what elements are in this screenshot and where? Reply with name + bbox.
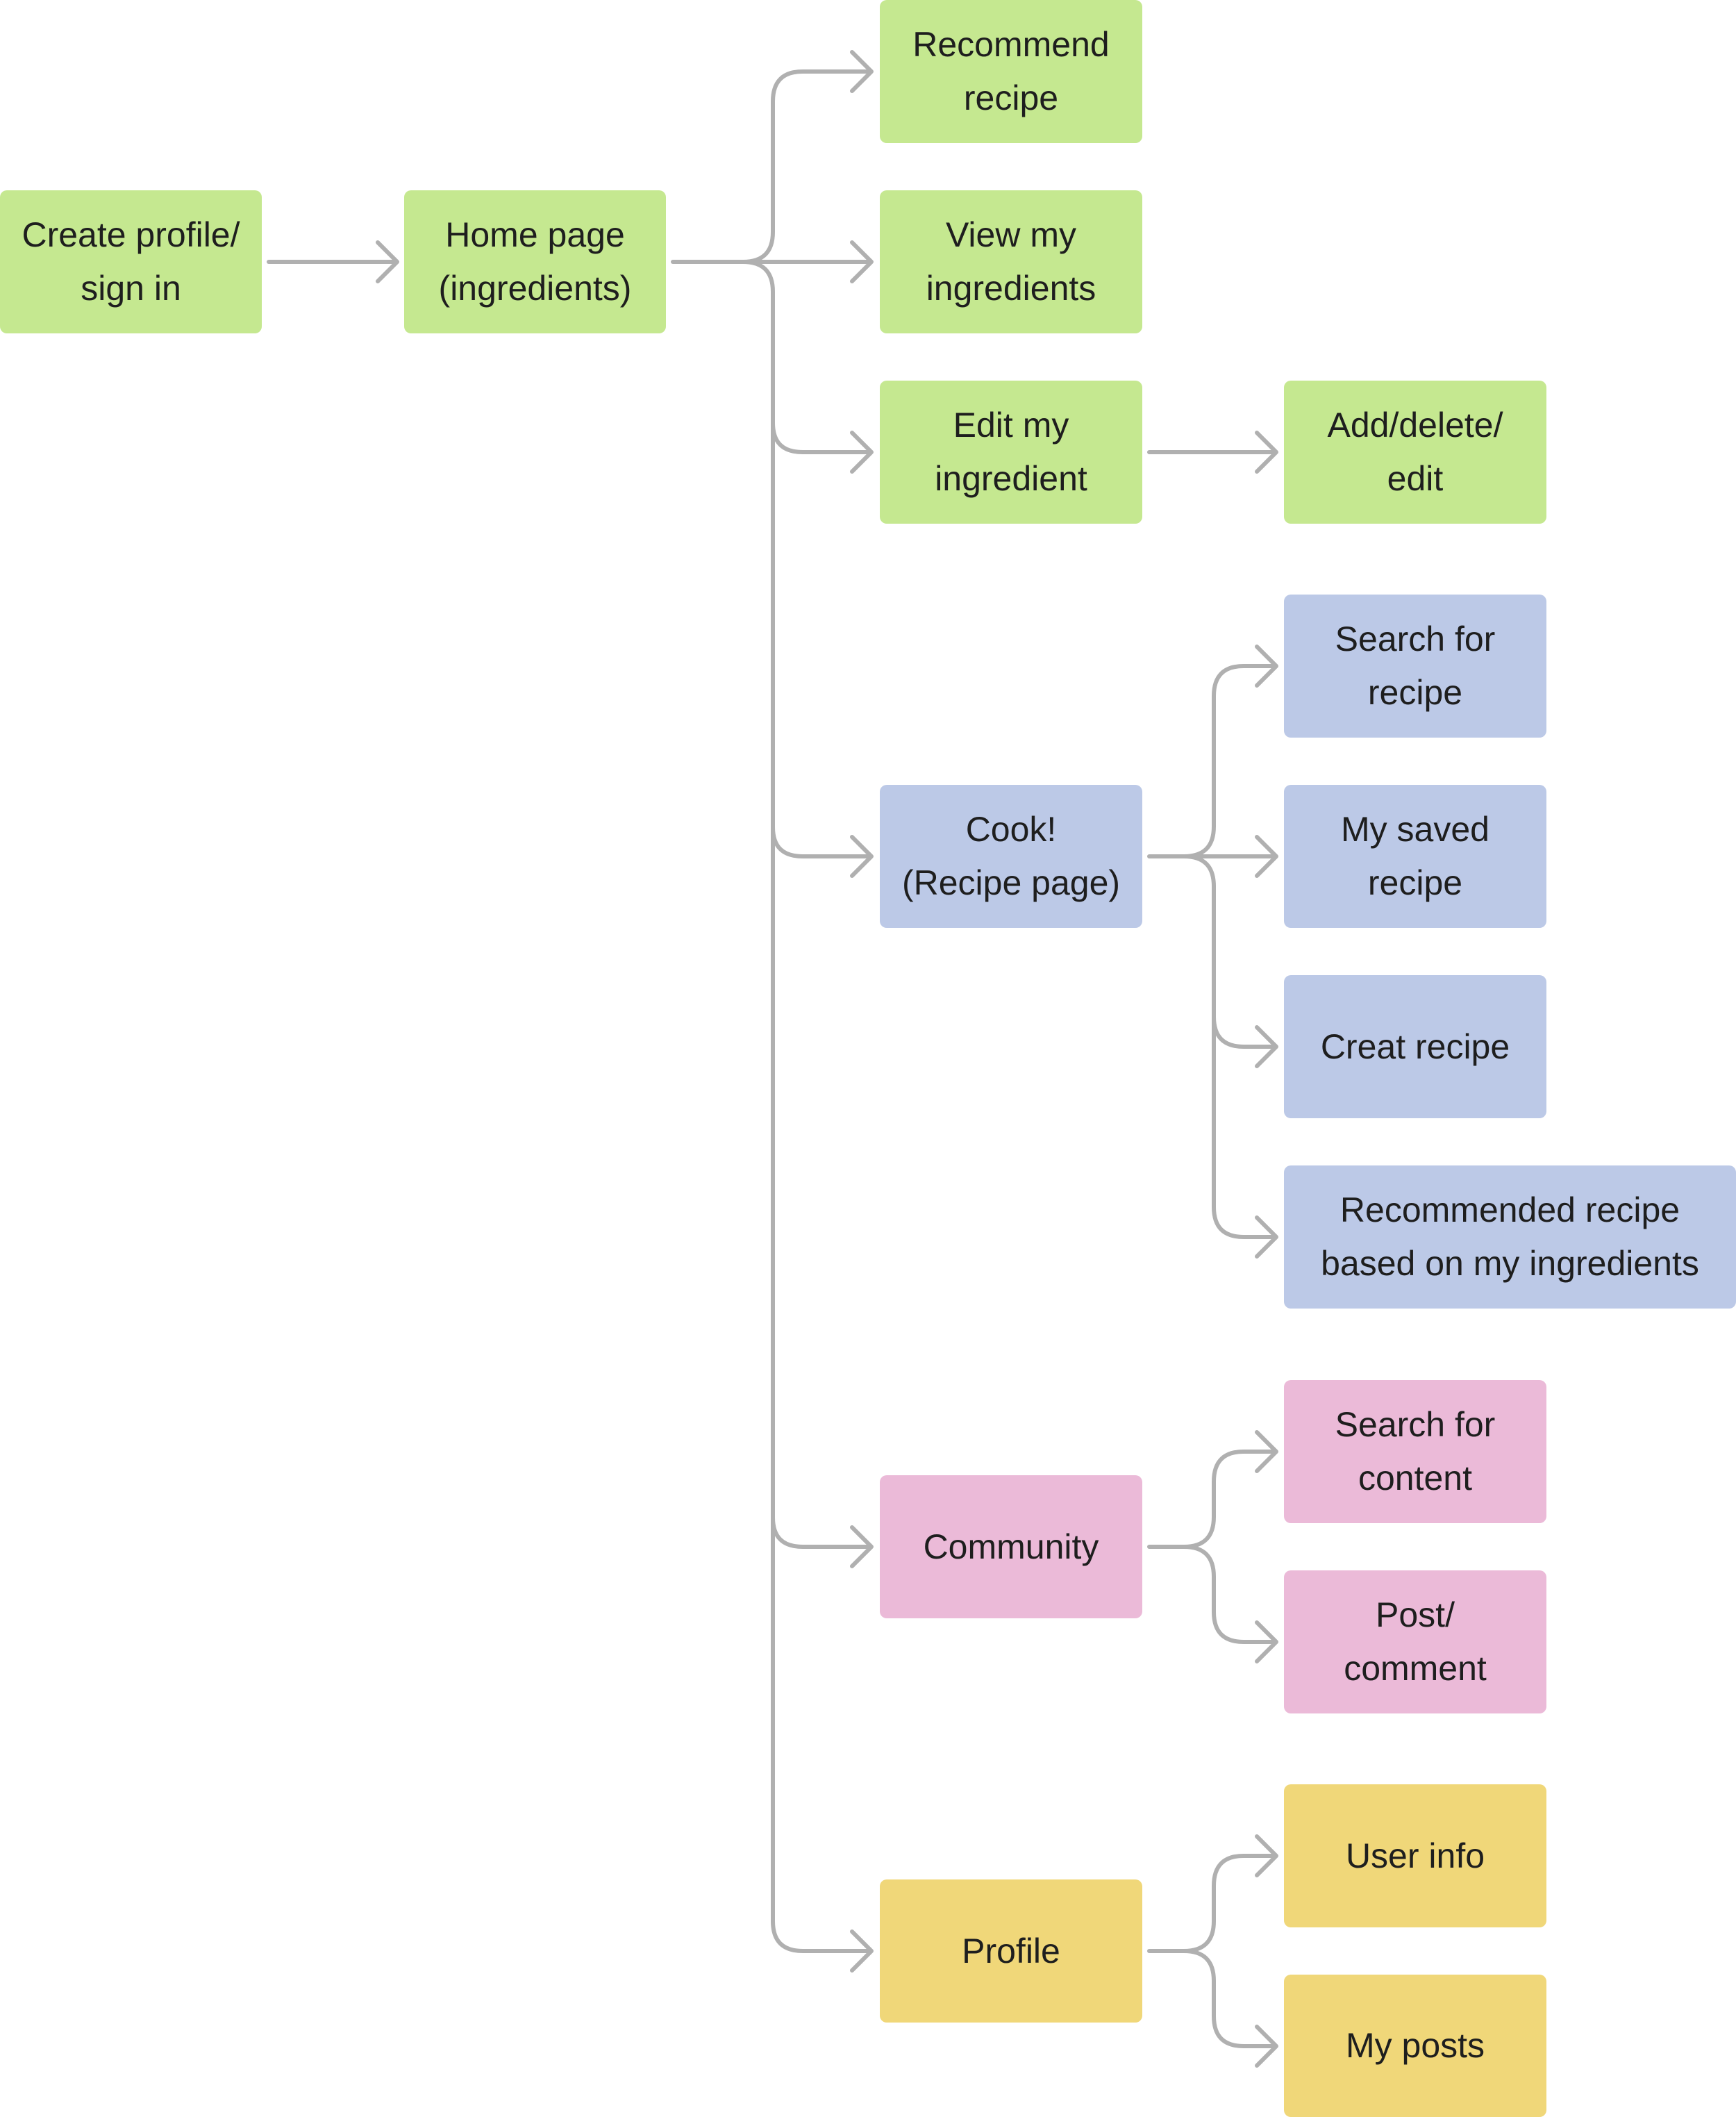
arrowhead-recbased <box>1255 1215 1278 1259</box>
node-recommended-based-on-ingredients: Recommended recipe based on my ingredien… <box>1284 1165 1736 1309</box>
node-profile: Profile <box>880 1879 1142 2023</box>
arrowhead-cook <box>850 835 874 878</box>
arrowhead-recommend <box>850 50 874 93</box>
arrowhead-search-recipe <box>1255 645 1278 688</box>
node-user-info: User info <box>1284 1784 1546 1927</box>
connector-home-to-edit <box>771 421 872 454</box>
node-community: Community <box>880 1475 1142 1618</box>
arrowhead-saved <box>1255 835 1278 878</box>
node-post-comment: Post/ comment <box>1284 1570 1546 1713</box>
node-my-posts: My posts <box>1284 1975 1546 2117</box>
connector-home-to-community <box>771 1516 872 1549</box>
connector-cook-spine <box>1182 854 1277 1239</box>
connector-cook-to-search <box>1182 664 1277 858</box>
arrowhead-myposts <box>1255 2025 1278 2068</box>
node-saved-recipe: My saved recipe <box>1284 785 1546 928</box>
arrowhead-home <box>376 240 399 283</box>
arrowhead-add <box>1255 431 1278 474</box>
connector-community-to-post <box>1182 1545 1277 1644</box>
node-create-profile: Create profile/ sign in <box>0 190 262 333</box>
node-recommend-recipe: Recommend recipe <box>880 0 1142 143</box>
arrowhead-creat <box>1255 1025 1278 1068</box>
node-view-ingredients: View my ingredients <box>880 190 1142 333</box>
connector-home-to-recommend <box>741 69 872 264</box>
node-search-content: Search for content <box>1284 1380 1546 1523</box>
node-edit-ingredient: Edit my ingredient <box>880 381 1142 524</box>
connector-profile-to-userinfo <box>1182 1854 1277 1953</box>
node-home-page: Home page (ingredients) <box>404 190 666 333</box>
connector-community-to-search <box>1182 1450 1277 1549</box>
arrowhead-post <box>1255 1620 1278 1663</box>
connector-home-spine <box>741 260 872 1953</box>
arrowhead-profile <box>850 1929 874 1973</box>
arrowhead-community <box>850 1525 874 1568</box>
arrowhead-userinfo <box>1255 1834 1278 1877</box>
connector-profile-to-myposts <box>1182 1949 1277 2048</box>
arrowhead-view <box>850 240 874 283</box>
node-cook-recipe-page: Cook! (Recipe page) <box>880 785 1142 928</box>
node-creat-recipe: Creat recipe <box>1284 975 1546 1118</box>
node-add-delete-edit: Add/delete/ edit <box>1284 381 1546 524</box>
connector-home-to-cook <box>771 825 872 858</box>
arrowhead-edit <box>850 431 874 474</box>
connector-cook-to-creat <box>1212 1015 1277 1049</box>
node-search-recipe: Search for recipe <box>1284 595 1546 738</box>
arrowhead-search-content <box>1255 1430 1278 1473</box>
